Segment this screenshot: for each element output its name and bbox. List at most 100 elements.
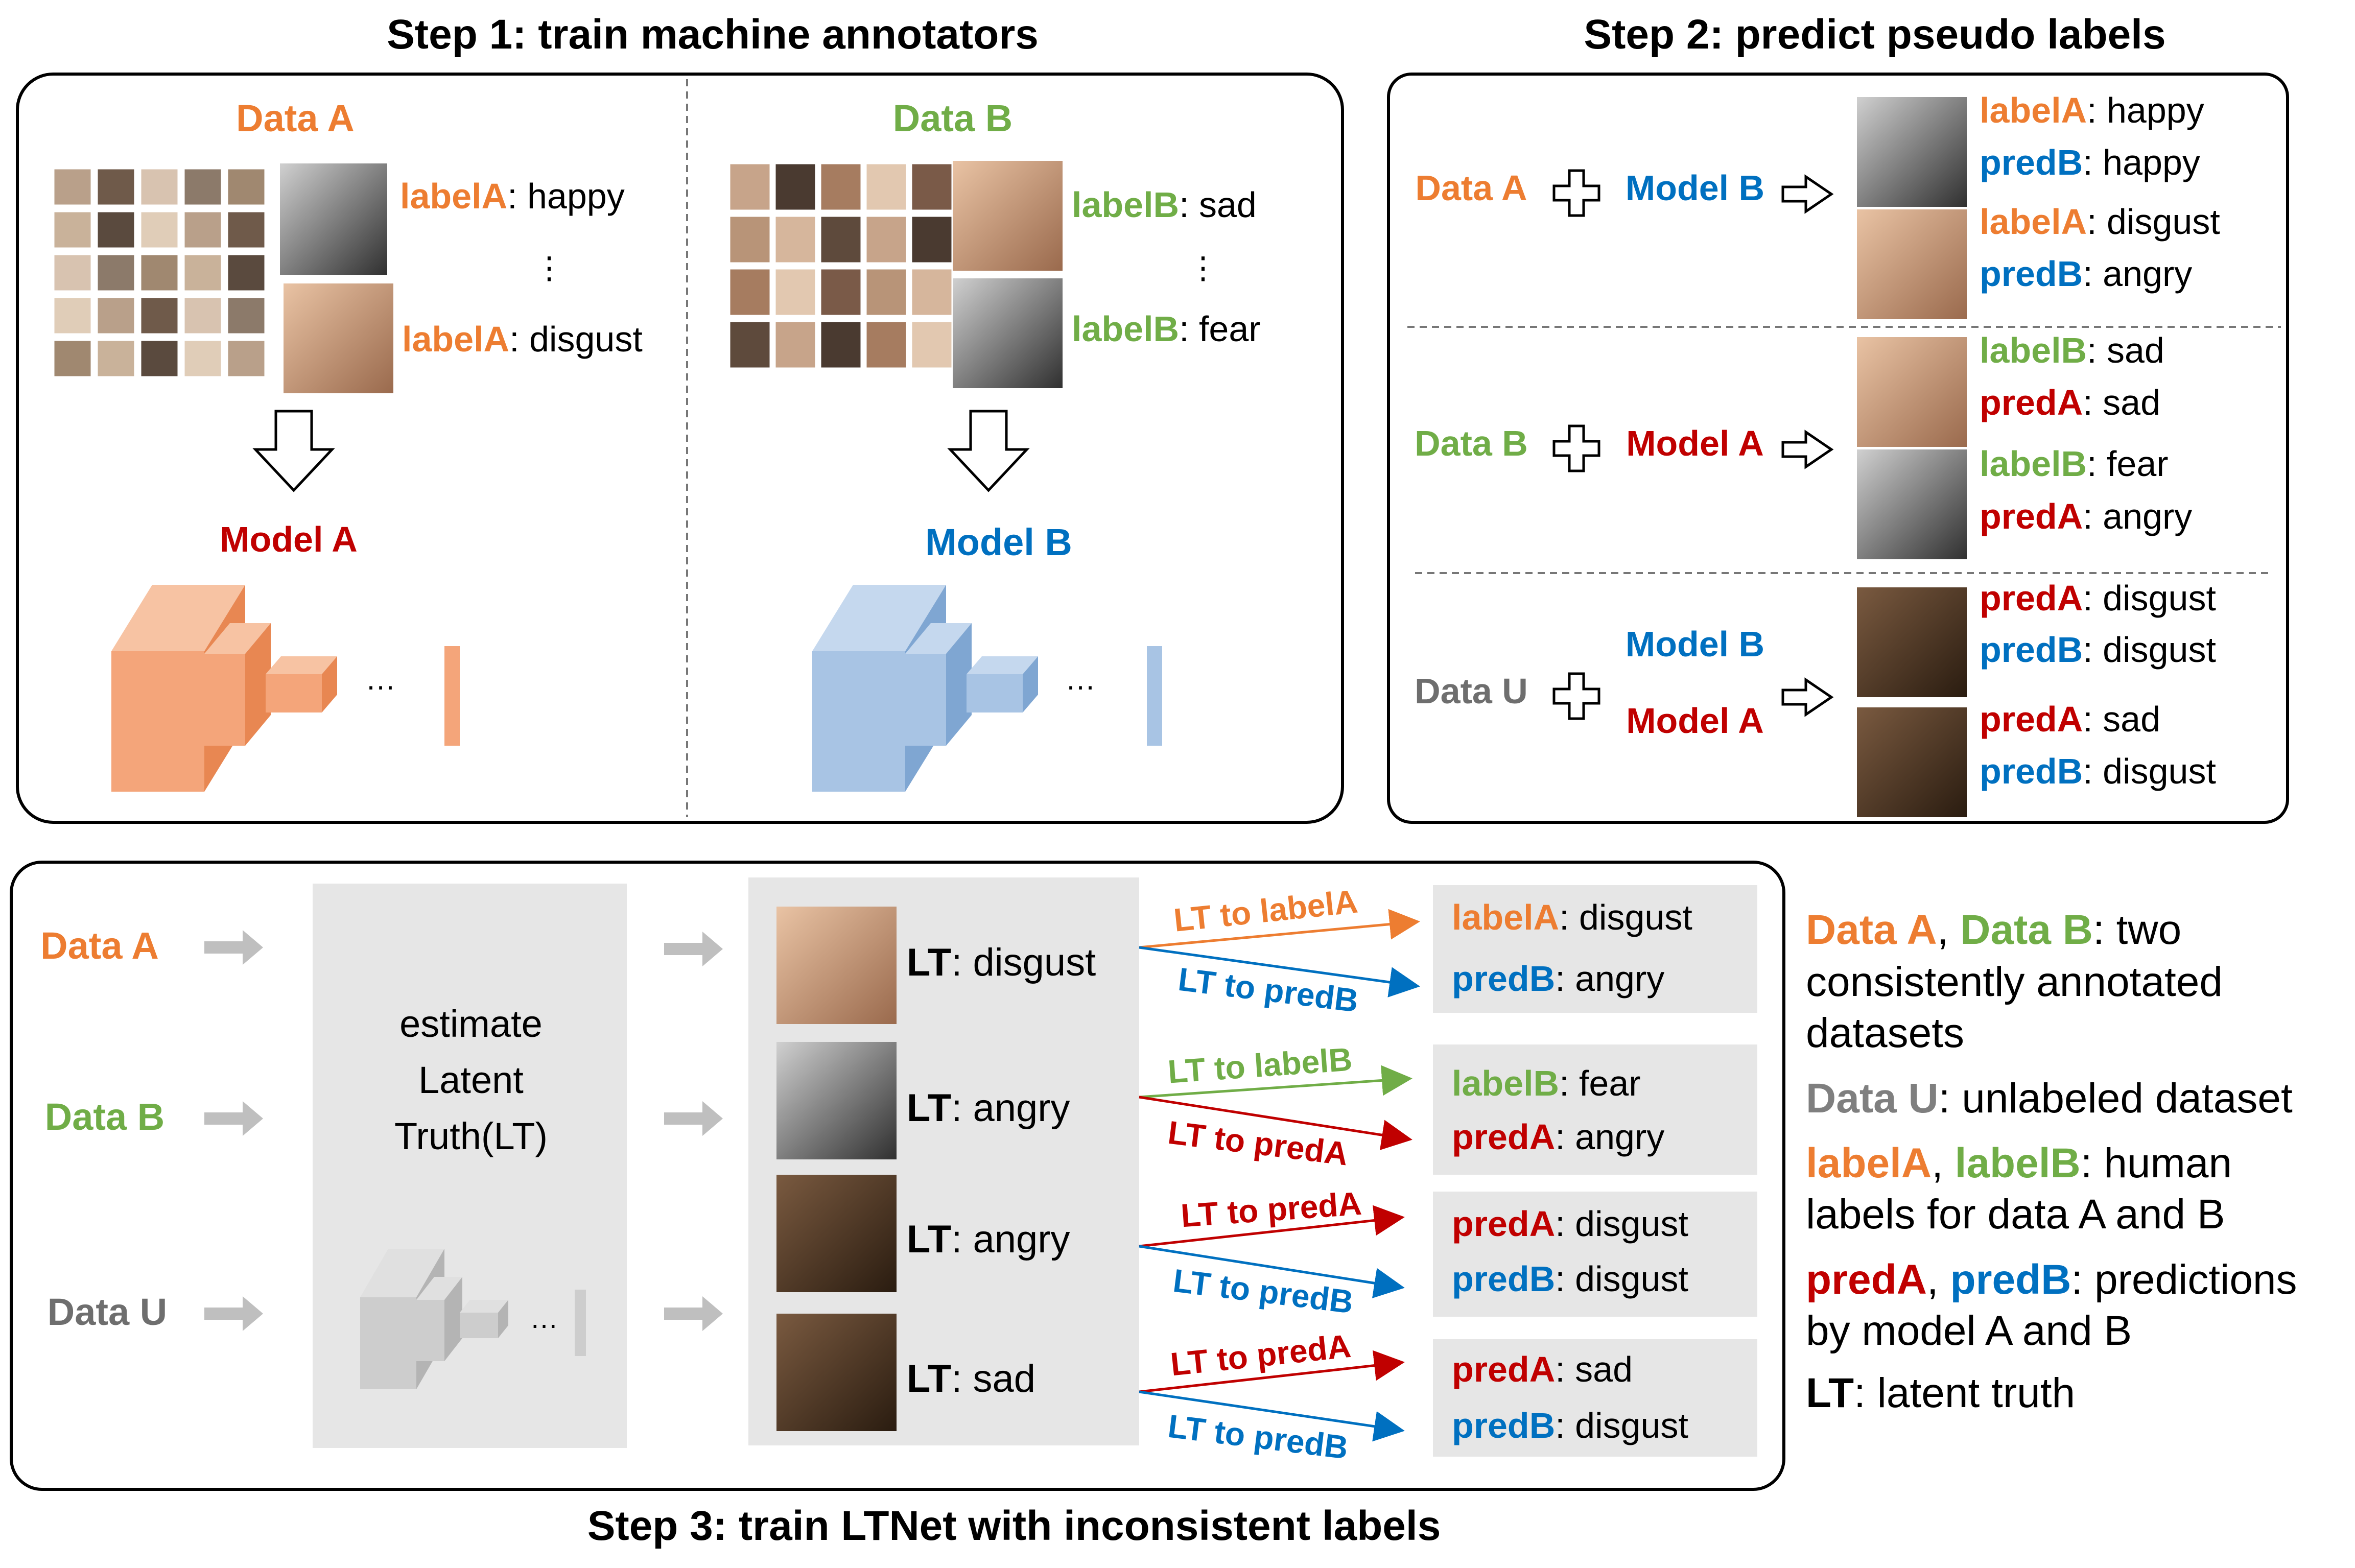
plus-icon bbox=[1552, 424, 1600, 472]
legend-line-4: Data U: unlabeled dataset bbox=[1806, 1075, 2293, 1122]
label-key: predA bbox=[1452, 1117, 1555, 1157]
face-thumbnail bbox=[774, 320, 817, 369]
label-key: labelB bbox=[1980, 330, 2087, 370]
step3-label: predB: disgust bbox=[1452, 1406, 1688, 1445]
lt-edge-arrow bbox=[1139, 1096, 1412, 1150]
face-thumbnail bbox=[728, 320, 771, 369]
legend-pred-b: predB bbox=[1950, 1256, 2071, 1303]
face-thumbnail bbox=[96, 296, 136, 335]
face-disgust-image bbox=[284, 283, 393, 393]
face-thumbnail bbox=[226, 168, 266, 206]
face-thumbnail bbox=[139, 168, 179, 206]
estimator-arrow-icon bbox=[664, 932, 723, 966]
face-thumbnail bbox=[865, 162, 908, 211]
label-key: LT bbox=[907, 941, 951, 984]
data-a-face-grid bbox=[53, 168, 266, 378]
estimate-line-1: estimate bbox=[399, 1003, 543, 1045]
input-arrow-icon bbox=[204, 1101, 263, 1136]
legend-sep: , bbox=[1932, 1140, 1955, 1186]
legend-data-u: Data U bbox=[1806, 1075, 1939, 1122]
model-a-label: Model A bbox=[220, 519, 358, 559]
label-key: labelB bbox=[1072, 309, 1179, 349]
label-val: : disgust bbox=[1559, 897, 1692, 937]
legend-pred-a: predA bbox=[1806, 1256, 1927, 1303]
lt-cnn-icon: … bbox=[360, 1249, 586, 1389]
label-val: : sad bbox=[2083, 383, 2160, 422]
label-key: labelB bbox=[1452, 1063, 1559, 1103]
label-val: : disgust bbox=[509, 319, 643, 359]
step2-model-label: Model B bbox=[1626, 168, 1764, 208]
model-b-cnn-icon: … bbox=[812, 585, 1162, 792]
step2-face-image bbox=[1857, 449, 1967, 559]
step3-face-image bbox=[776, 1314, 897, 1431]
step3-label: labelA: disgust bbox=[1452, 897, 1692, 937]
step2-face-image bbox=[1857, 707, 1967, 817]
data-a-label-2: labelA: disgust bbox=[402, 319, 643, 359]
label-key: predB bbox=[1980, 254, 2083, 294]
legend: Data A, Data B: two consistently annotat… bbox=[1806, 907, 2297, 1416]
face-thumbnail bbox=[910, 215, 953, 264]
data-a-title: Data A bbox=[236, 97, 355, 139]
step3-label-box bbox=[1433, 1339, 1757, 1457]
face-thumbnail bbox=[865, 215, 908, 264]
face-thumbnail bbox=[183, 168, 223, 206]
face-thumbnail bbox=[96, 253, 136, 292]
data-b-label-2: labelB: fear bbox=[1072, 309, 1261, 349]
label-val: : happy bbox=[2087, 90, 2204, 130]
face-thumbnail bbox=[183, 339, 223, 378]
step1-title: Step 1: train machine annotators bbox=[387, 11, 1039, 58]
legend-line-5: labelA, labelB: human bbox=[1806, 1140, 2232, 1186]
data-b-vdots: ⋮ bbox=[1188, 251, 1218, 285]
model-a-cnn-icon: … bbox=[111, 585, 460, 792]
label-key: labelA bbox=[1980, 202, 2087, 242]
label-key: predA bbox=[1980, 496, 2083, 536]
lt-edge-arrow bbox=[1139, 1065, 1412, 1099]
step2-label: labelA: disgust bbox=[1980, 202, 2220, 242]
lt-edge-arrow bbox=[1139, 909, 1420, 949]
right-arrow-icon bbox=[1781, 430, 1834, 469]
legend-line-7: predA, predB: predictions bbox=[1806, 1256, 2297, 1303]
face-fear-image bbox=[953, 278, 1063, 388]
label-key: predA bbox=[1452, 1349, 1555, 1389]
step2-face-image bbox=[1857, 337, 1967, 447]
lt-result: LT: disgust bbox=[907, 941, 1096, 984]
step2-data-label: Data A bbox=[1415, 168, 1527, 208]
face-thumbnail bbox=[139, 210, 179, 249]
step2-face-image bbox=[1857, 209, 1967, 319]
label-val: : angry bbox=[1555, 1117, 1664, 1157]
legend-data-b: Data B bbox=[1960, 907, 2093, 953]
plus-icon bbox=[1552, 672, 1600, 720]
step3-label-box bbox=[1433, 885, 1757, 1013]
face-thumbnail bbox=[226, 296, 266, 335]
down-arrow-a bbox=[252, 410, 335, 492]
step2-model-label: Model A bbox=[1626, 701, 1764, 741]
step2-panel bbox=[1387, 73, 2289, 824]
step2-label: predB: happy bbox=[1980, 142, 2200, 182]
label-key: labelA bbox=[400, 176, 507, 216]
face-thumbnail bbox=[910, 268, 953, 317]
estimator-arrow-icon bbox=[664, 1296, 723, 1331]
lt-result: LT: angry bbox=[907, 1218, 1070, 1261]
label-key: labelA bbox=[1980, 90, 2087, 130]
step3-label: labelB: fear bbox=[1452, 1063, 1641, 1103]
label-val: : angry bbox=[951, 1218, 1070, 1261]
face-thumbnail bbox=[728, 215, 771, 264]
label-key: predB bbox=[1452, 959, 1555, 999]
face-thumbnail bbox=[226, 210, 266, 249]
step2-data-label: Data U bbox=[1415, 671, 1528, 711]
label-val: : sad bbox=[1555, 1349, 1633, 1389]
step3-label: predB: angry bbox=[1452, 959, 1664, 999]
label-key: labelB bbox=[1072, 185, 1179, 225]
face-thumbnail bbox=[774, 268, 817, 317]
input-arrow-icon bbox=[204, 1296, 263, 1331]
face-sad-image bbox=[953, 161, 1063, 271]
estimate-line-3: Truth(LT) bbox=[394, 1115, 548, 1157]
legend-line-2: consistently annotated bbox=[1806, 959, 2223, 1005]
label-key: predB bbox=[1980, 142, 2083, 182]
lt-estimator-box bbox=[313, 884, 627, 1448]
face-thumbnail bbox=[819, 320, 862, 369]
lt-edge-arrow bbox=[1139, 1350, 1405, 1393]
label-key: predA bbox=[1980, 578, 2083, 618]
step2-model-label: Model A bbox=[1626, 423, 1764, 463]
